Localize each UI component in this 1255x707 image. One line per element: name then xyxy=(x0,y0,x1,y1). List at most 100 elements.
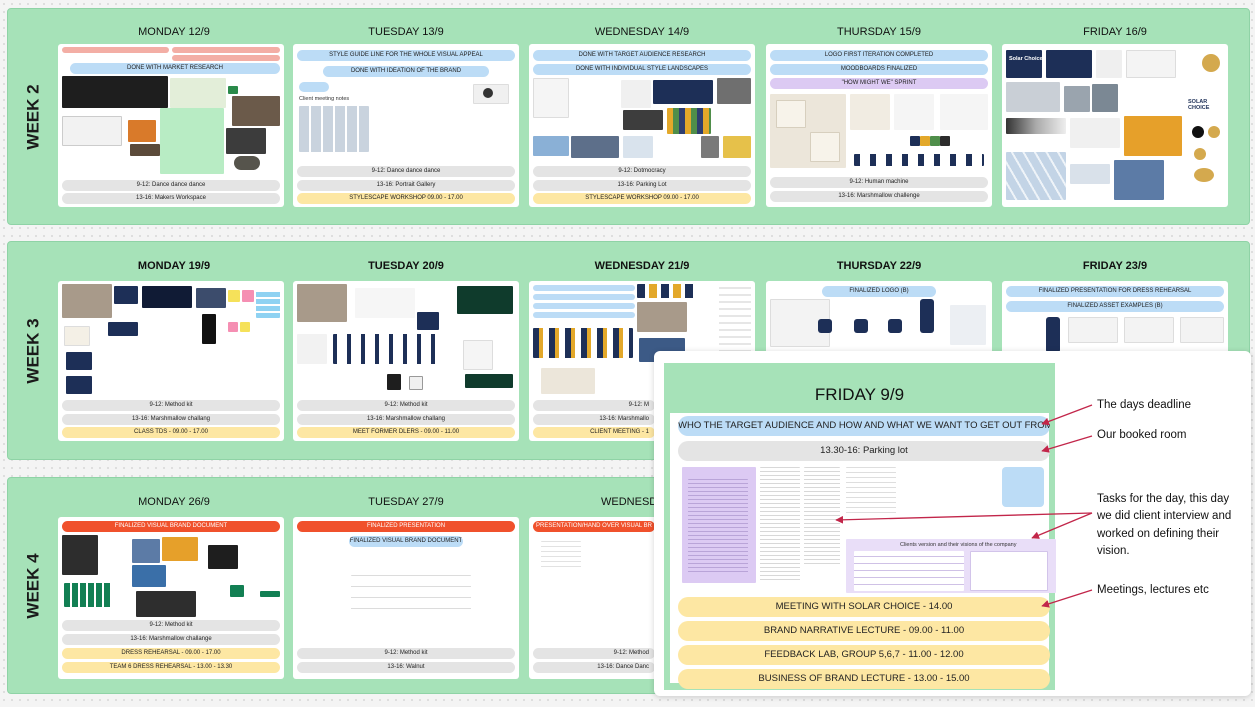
day-card[interactable]: Solar Choice SOLAR CHOICE xyxy=(1002,44,1228,207)
day-card[interactable]: FINALIZED VISUAL BRAND DOCUMENT 9-12: Me… xyxy=(58,517,284,679)
deadline-bar xyxy=(172,55,280,61)
task-document xyxy=(760,467,800,583)
moodboard xyxy=(533,78,751,162)
annotation-room: Our booked room xyxy=(1097,429,1187,441)
moodboard xyxy=(533,537,751,645)
activity-bar: 13-16: Walnut xyxy=(297,662,515,673)
deadline-bar: DONE WITH INDIVIDUAL STYLE LANDSCAPES xyxy=(533,64,751,75)
annotation-tasks: Tasks for the day, this day we did clien… xyxy=(1097,493,1232,557)
annotation-meetings: Meetings, lectures etc xyxy=(1097,584,1209,596)
moodboard: Solar Choice SOLAR CHOICE xyxy=(1006,48,1224,203)
annotation-deadline: The days deadline xyxy=(1097,399,1191,411)
activity-bar: 13-16: Marshmallow challenge xyxy=(770,191,988,202)
meeting-bar: DRESS REHEARSAL - 09.00 - 17.00 xyxy=(62,648,280,659)
deadline-bar xyxy=(172,47,280,53)
moodboard xyxy=(62,535,280,617)
meeting-bar: FEEDBACK LAB, GROUP 5,6,7 - 11.00 - 12.0… xyxy=(678,645,1050,665)
deadline-bar: FINALIZED LOGO (B) xyxy=(822,286,936,297)
zoomed-day-section: FRIDAY 9/9 WHO THE TARGET AUDIENCE AND H… xyxy=(664,363,1056,690)
activity-bar: 9-12: Dance dance dance xyxy=(297,166,515,177)
deadline-bar xyxy=(62,47,169,53)
day-title: FRIDAY 23/9 xyxy=(1082,260,1148,272)
moodboard xyxy=(770,299,988,356)
activity-bar: 9-12: Human machine xyxy=(770,177,988,188)
deadline-bar: DONE WITH IDEATION OF THE BRAND xyxy=(323,66,489,77)
zoomed-day-panel: FRIDAY 9/9 WHO THE TARGET AUDIENCE AND H… xyxy=(654,351,1251,696)
moodboard xyxy=(297,551,515,645)
activity-bar: 13-16: Dance Danc xyxy=(533,662,655,673)
deadline-bar xyxy=(533,303,635,309)
day-card[interactable]: FINALIZED PRESENTATION FOR DRESS REHEARS… xyxy=(1002,281,1228,356)
day-card[interactable]: LOGO FIRST ITERATION COMPLETED MOODBOARD… xyxy=(766,44,992,207)
deadline-bar: DONE WITH TARGET AUDIENCE RESEARCH xyxy=(533,50,751,61)
week-label: WEEK 3 xyxy=(24,317,43,384)
moodboard: Client meeting notes xyxy=(297,80,515,162)
meeting-bar: STYLESCAPE WORKSHOP 09.00 - 17.00 xyxy=(297,193,515,204)
day-title: THURSDAY 15/9 xyxy=(837,26,921,38)
meeting-bar: MEETING WITH SOLAR CHOICE - 14.00 xyxy=(678,597,1050,617)
deadline-bar: FINALIZED VISUAL BRAND DOCUMENT xyxy=(349,536,463,547)
meeting-bar: CLASS TDS - 09.00 - 17.00 xyxy=(62,427,280,438)
meeting-bar: BRAND NARRATIVE LECTURE - 09.00 - 11.00 xyxy=(678,621,1050,641)
activity-bar: 9-12: Dance dance dance xyxy=(62,180,280,191)
day-title: MONDAY 26/9 xyxy=(138,496,210,508)
task-document xyxy=(846,467,896,517)
deadline-bar xyxy=(533,312,635,318)
moodboard xyxy=(62,76,280,176)
deadline-bar: FINALIZED PRESENTATION FOR DRESS REHEARS… xyxy=(1006,286,1224,297)
deadline-bar: WHO THE TARGET AUDIENCE AND HOW AND WHAT… xyxy=(678,416,1050,436)
day-title: TUESDAY 20/9 xyxy=(368,260,444,272)
day-title: WEDNESDA xyxy=(601,496,665,508)
sticky-note xyxy=(1002,467,1044,507)
task-document xyxy=(688,479,748,575)
deadline-bar xyxy=(533,294,635,300)
client-vision-board xyxy=(854,551,964,591)
meeting-bar: TEAM 6 DRESS REHEARSAL - 13.00 - 13.30 xyxy=(62,662,280,673)
day-title: THURSDAY 22/9 xyxy=(836,260,922,272)
deadline-bar: FINALIZED PRESENTATION xyxy=(297,521,515,532)
meeting-bar: STYLESCAPE WORKSHOP 09.00 - 17.00 xyxy=(533,193,751,204)
day-title: MONDAY 12/9 xyxy=(138,26,210,38)
meeting-bar: MEET FORMER DLERS - 09.00 - 11.00 xyxy=(297,427,515,438)
activity-bar: 13-16: Portrait Gallery xyxy=(297,180,515,191)
activity-bar: 9-12: Method xyxy=(533,648,655,659)
activity-bar: 9-12: Method kit xyxy=(297,400,515,411)
day-card[interactable]: FINALIZED PRESENTATION FINALIZED VISUAL … xyxy=(293,517,519,679)
activity-bar: 13-16: Parking Lot xyxy=(533,180,751,191)
activity-bar: 13-16: Marshmallo xyxy=(533,414,655,425)
activity-bar: 9-12: Method kit xyxy=(62,400,280,411)
meeting-bar: CLIENT MEETING - 1 xyxy=(533,427,655,438)
zoomed-day-card[interactable]: WHO THE TARGET AUDIENCE AND HOW AND WHAT… xyxy=(670,413,1056,689)
deadline-bar: DONE WITH MARKET RESEARCH xyxy=(70,63,280,74)
day-card[interactable]: STYLE GUIDE LINE FOR THE WHOLE VISUAL AP… xyxy=(293,44,519,207)
deadline-bar: STYLE GUIDE LINE FOR THE WHOLE VISUAL AP… xyxy=(297,50,515,61)
week-label: WEEK 4 xyxy=(24,552,43,619)
moodboard xyxy=(770,92,988,174)
day-title: MONDAY 19/9 xyxy=(137,260,211,272)
day-card[interactable]: 9-12: Method kit 13-16: Marshmallow chal… xyxy=(58,281,284,441)
day-card[interactable]: FINALIZED LOGO (B) xyxy=(766,281,992,356)
day-title: FRIDAY 16/9 xyxy=(1083,26,1147,38)
zoomed-day-title: FRIDAY 9/9 xyxy=(814,385,905,404)
client-vision-board xyxy=(970,551,1048,591)
day-card[interactable]: 9-12: Method kit 13-16: Marshmallow chal… xyxy=(293,281,519,441)
week-label: WEEK 2 xyxy=(24,83,43,150)
activity-bar: 13-16: Makers Workspace xyxy=(62,193,280,204)
deadline-bar: FINALIZED ASSET EXAMPLES (B) xyxy=(1006,301,1224,312)
sprint-bar: "HOW MIGHT WE" SPRINT xyxy=(770,78,988,89)
moodboard xyxy=(533,284,751,396)
moodboard xyxy=(62,284,280,396)
activity-bar: 13-16: Marshmallow challang xyxy=(62,414,280,425)
activity-bar: 13-16: Marshmallow challang xyxy=(297,414,515,425)
day-card[interactable]: DONE WITH TARGET AUDIENCE RESEARCH DONE … xyxy=(529,44,755,207)
deadline-bar: LOGO FIRST ITERATION COMPLETED xyxy=(770,50,988,61)
day-card[interactable]: DONE WITH MARKET RESEARCH 9-12: Dance da… xyxy=(58,44,284,207)
meeting-bar: BUSINESS OF BRAND LECTURE - 13.00 - 15.0… xyxy=(678,669,1050,689)
activity-bar: 9-12: Method kit xyxy=(297,648,515,659)
day-title: TUESDAY 13/9 xyxy=(368,26,444,38)
deadline-bar: PRESENTATION/HAND OVER VISUAL BR xyxy=(533,521,655,532)
activity-bar: 9-12: Dotmocracy xyxy=(533,166,751,177)
moodboard xyxy=(1006,315,1224,356)
activity-bar: 9-12: M xyxy=(533,400,655,411)
day-title: WEDNESDAY 14/9 xyxy=(594,26,690,38)
